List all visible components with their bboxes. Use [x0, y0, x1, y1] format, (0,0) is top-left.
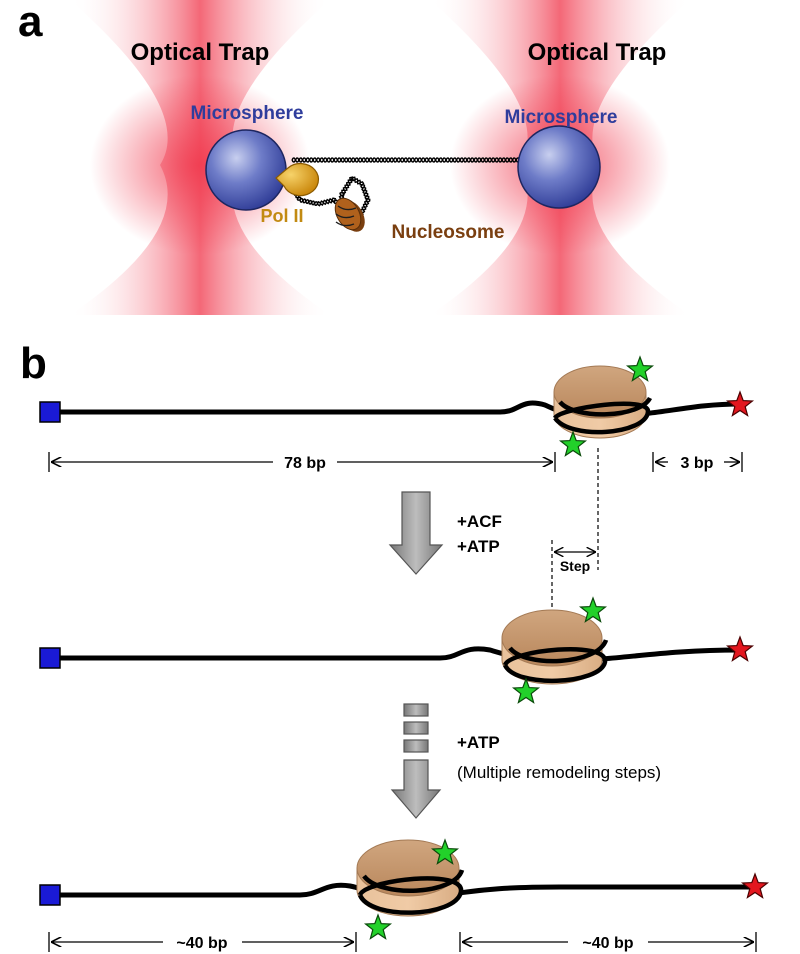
dimension-3bp [652, 452, 743, 472]
polymerase-label: Pol II [260, 206, 303, 226]
dimension-40bp-right [459, 932, 757, 952]
construct-row-1 [39, 355, 755, 457]
donor-star-1b [558, 430, 588, 457]
donor-star-3b [363, 913, 393, 940]
construct-row-2 [39, 596, 755, 704]
dist-3bp-label: 3 bp [681, 455, 714, 472]
left-optical-trap [70, 0, 330, 315]
process-arrow-1 [388, 491, 444, 575]
nucleosome-a [334, 197, 365, 232]
construct-row-3 [39, 838, 770, 940]
anchor-3 [39, 884, 61, 906]
panel-a-label: a [18, 0, 43, 46]
dist-78bp-label: 78 bp [284, 455, 326, 472]
donor-star-2a [578, 596, 608, 623]
anchor-2 [39, 647, 61, 669]
process-arrow-2 [390, 703, 442, 819]
anchor-1 [39, 401, 61, 423]
bead-right-label: Microsphere [505, 107, 618, 128]
wrapped-dna-1 [552, 396, 653, 435]
acceptor-star-2 [725, 635, 755, 662]
acceptor-star-1 [725, 390, 755, 417]
bead-left-label: Microsphere [191, 103, 304, 124]
panel-b-label: b [20, 339, 47, 388]
trap-left-label: Optical Trap [131, 39, 270, 66]
right-microsphere [517, 125, 601, 209]
left-microsphere [205, 129, 287, 211]
nucleosome-label: Nucleosome [392, 222, 505, 243]
wrapped-dna-2 [502, 638, 609, 683]
dist-40bp-right-label: ~40 bp [582, 935, 633, 952]
reagents-2-line1: +ATP [457, 733, 500, 752]
step-indicator [551, 448, 599, 608]
reagents-2-line2: (Multiple remodeling steps) [457, 763, 661, 782]
dimension-40bp-left [48, 932, 357, 952]
trap-right-label: Optical Trap [528, 39, 667, 66]
reagents-1-line1: +ACF [457, 512, 502, 531]
acceptor-star-3 [740, 872, 770, 899]
donor-star-1a [625, 355, 655, 382]
dna-2 [60, 646, 741, 663]
reagents-1-line2: +ATP [457, 537, 500, 556]
wrapped-dna-3 [357, 869, 465, 915]
dimension-78bp [48, 452, 556, 472]
donor-star-2b [511, 677, 541, 704]
donor-star-3a [430, 838, 460, 865]
pol-ii-enzyme [275, 162, 320, 197]
step-label: Step [560, 558, 590, 574]
dist-40bp-left-label: ~40 bp [176, 935, 227, 952]
